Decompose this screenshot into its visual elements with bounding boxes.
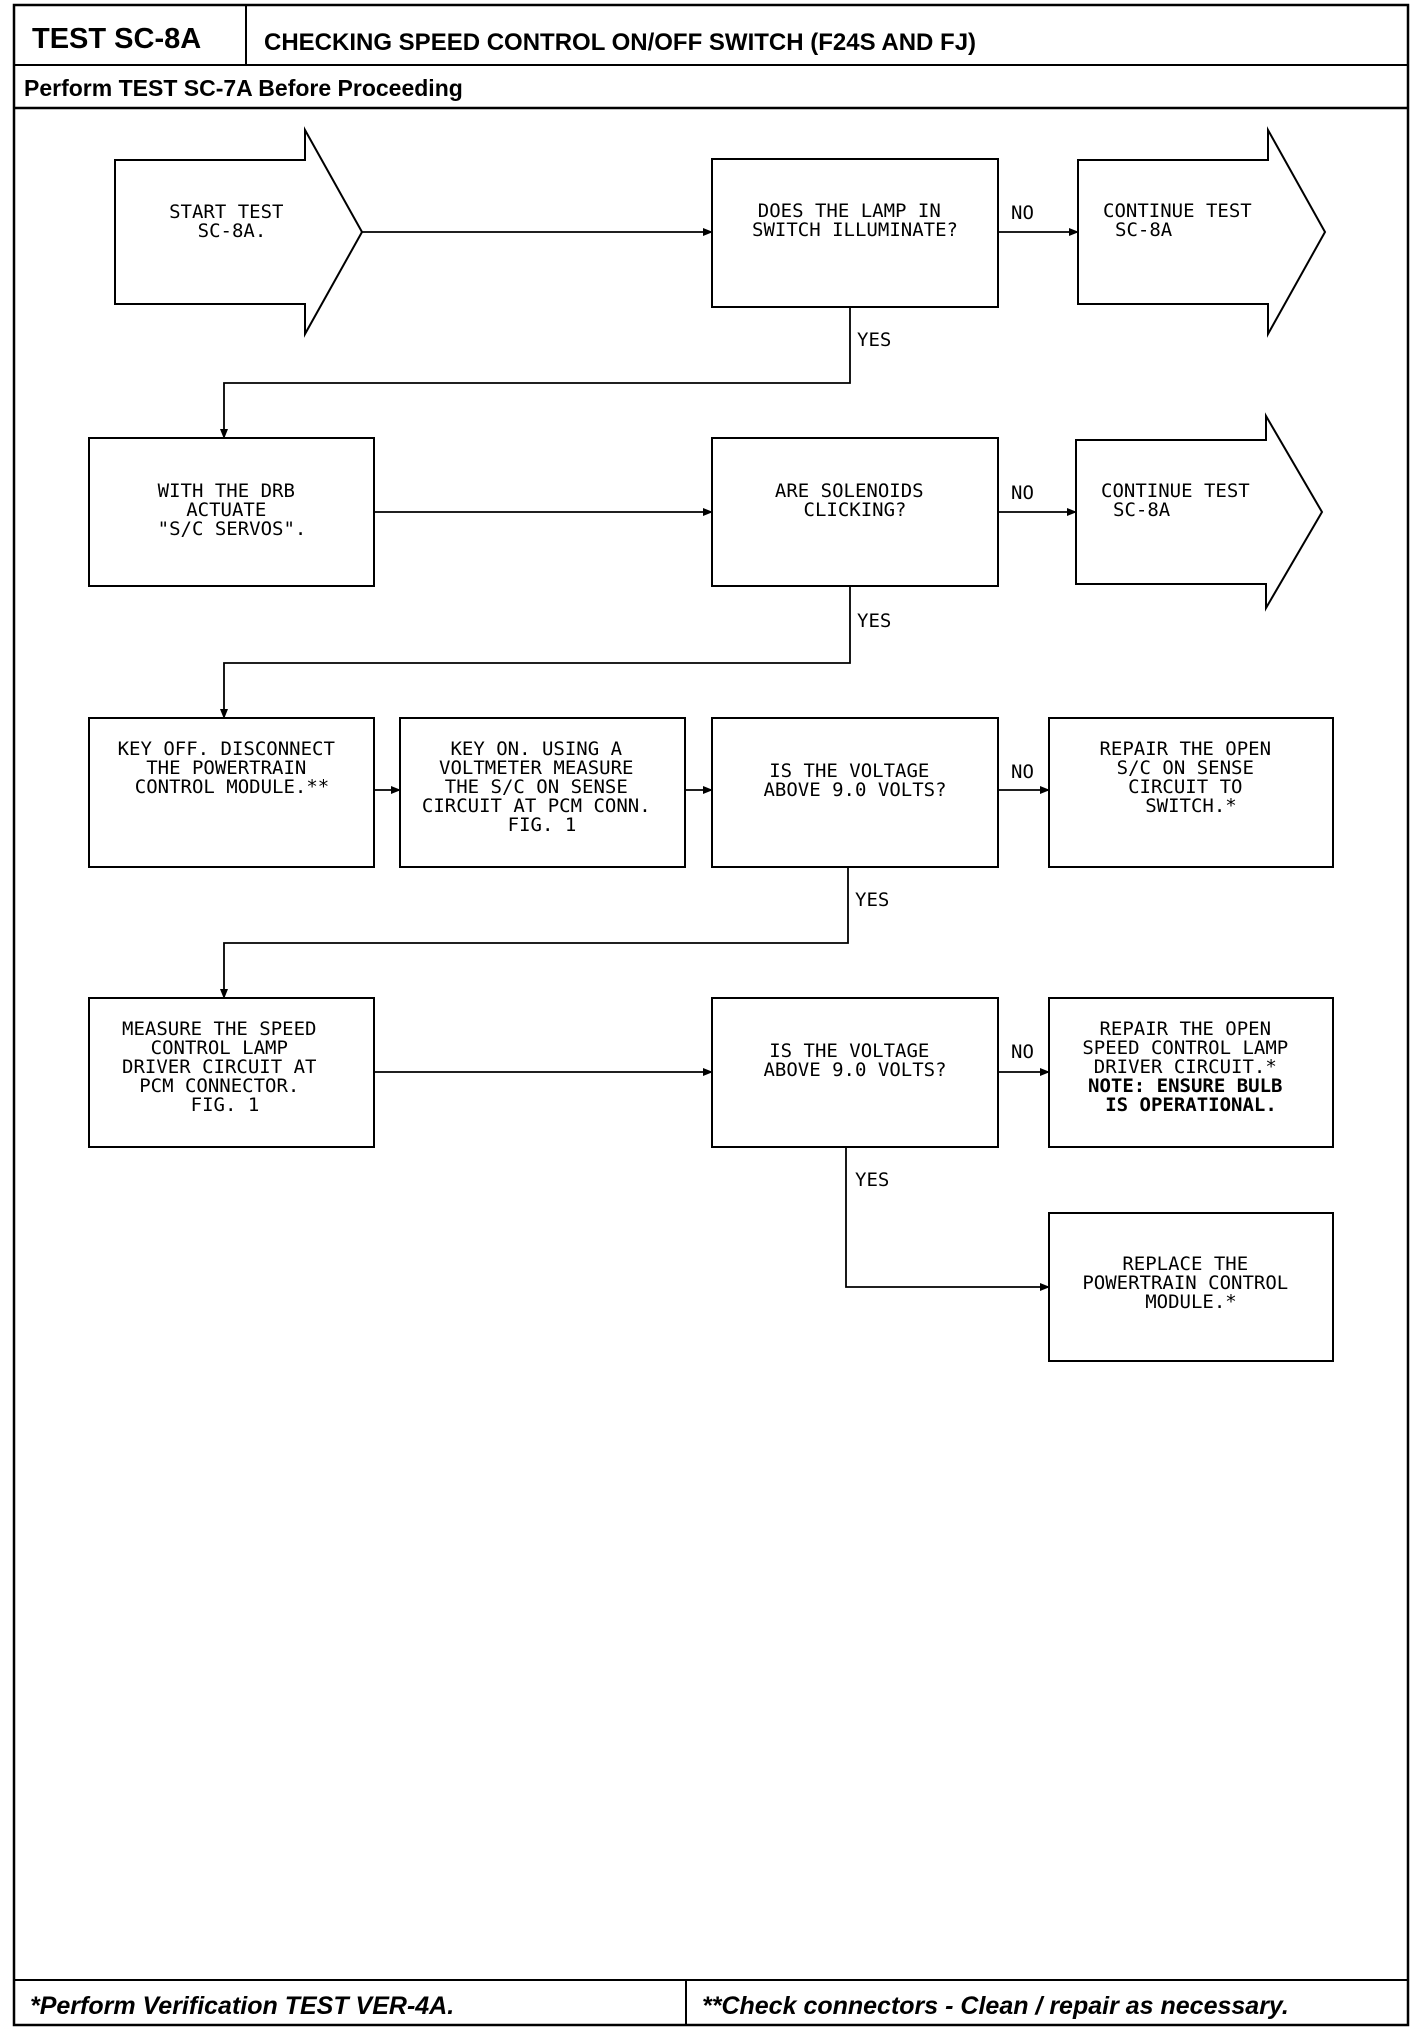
lamp-question-text: DOES THE LAMP IN SWITCH ILLUMINATE? [752,200,958,241]
label-yes-lamp: YES [857,329,891,351]
edge-voltage1-yes [220,867,849,999]
continue-arrow-shape-1 [1077,126,1327,338]
start-test-text: START TEST SC-8A. [169,201,295,242]
key-off-box [88,717,375,868]
repair-lamp-driver-text: REPAIR THE OPEN SPEED CONTROL LAMP DRIVE… [1082,1018,1299,1116]
label-yes-solenoid: YES [857,610,891,632]
voltage-question-box-2 [711,997,999,1148]
voltage-question-text-1: IS THE VOLTAGE ABOVE 9.0 VOLTS? [763,760,946,801]
replace-pcm-text: REPLACE THE POWERTRAIN CONTROL MODULE.* [1082,1253,1299,1313]
footer-right-note: **Check connectors - Clean / repair as n… [702,1992,1289,2020]
repair-sense-circuit-text: REPAIR THE OPEN S/C ON SENSE CIRCUIT TO … [1099,738,1282,817]
replace-pcm-box [1048,1212,1334,1362]
measure-lamp-driver-text: MEASURE THE SPEED CONTROL LAMP DRIVER CI… [122,1018,328,1116]
key-off-text: KEY OFF. DISCONNECT THE POWERTRAIN CONTR… [118,738,347,798]
drb-actuate-text: WITH THE DRB ACTUATE "S/C SERVOS". [158,480,307,540]
repair-lamp-driver-box [1048,997,1334,1148]
label-no-voltage-2: NO [1011,1041,1034,1063]
label-no-lamp: NO [1011,202,1034,224]
label-yes-voltage-1: YES [855,889,889,911]
key-on-text: KEY ON. USING A VOLTMETER MEASURE THE S/… [422,738,662,836]
test-id: TEST SC-8A [32,23,201,55]
voltage-question-box-1 [711,717,999,868]
voltage-question-text-2: IS THE VOLTAGE ABOVE 9.0 VOLTS? [763,1040,946,1081]
edge-voltage2-yes [845,1147,1050,1291]
measure-lamp-driver-box [88,997,375,1148]
continue-test-text-2: CONTINUE TEST SC-8A [1101,480,1261,521]
footer-left-note: *Perform Verification TEST VER-4A. [30,1992,454,2020]
start-arrow-shape [114,126,364,338]
edge-solenoid-yes [220,586,851,719]
solenoid-question-box [711,437,999,587]
continue-arrow-shape-2 [1075,412,1324,612]
label-yes-voltage-2: YES [855,1169,889,1191]
page-frame [12,3,1410,2027]
repair-sense-circuit-box [1048,717,1334,868]
label-no-solenoid: NO [1011,482,1034,504]
prerequisite-note: Perform TEST SC-7A Before Proceeding [24,75,463,101]
edge-lamp-yes [220,307,851,439]
drb-actuate-box [88,437,375,587]
label-no-voltage-1: NO [1011,761,1034,783]
solenoid-question-text: ARE SOLENOIDS CLICKING? [775,480,935,521]
key-on-box [399,717,686,868]
continue-test-text-1: CONTINUE TEST SC-8A [1103,200,1263,241]
page-title: CHECKING SPEED CONTROL ON/OFF SWITCH (F2… [264,29,976,56]
